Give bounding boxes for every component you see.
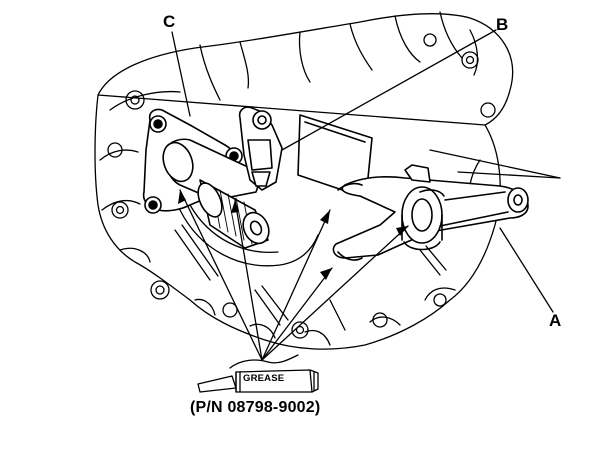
grease-arrowheads: [178, 190, 408, 280]
leader-lines: [171, 29, 561, 313]
fork-pivot-bracket: [238, 106, 373, 199]
grease-arrows: [179, 189, 409, 361]
grease-tube: [197, 354, 319, 393]
part-number-caption: (P/N 08798-9002): [190, 399, 321, 416]
label-c: C: [163, 12, 176, 31]
release-bearing-guide: [142, 108, 270, 249]
label-a: A: [549, 311, 562, 330]
grease-tube-label: GREASE: [243, 373, 285, 384]
release-fork: [332, 164, 529, 261]
label-b: B: [496, 15, 509, 34]
